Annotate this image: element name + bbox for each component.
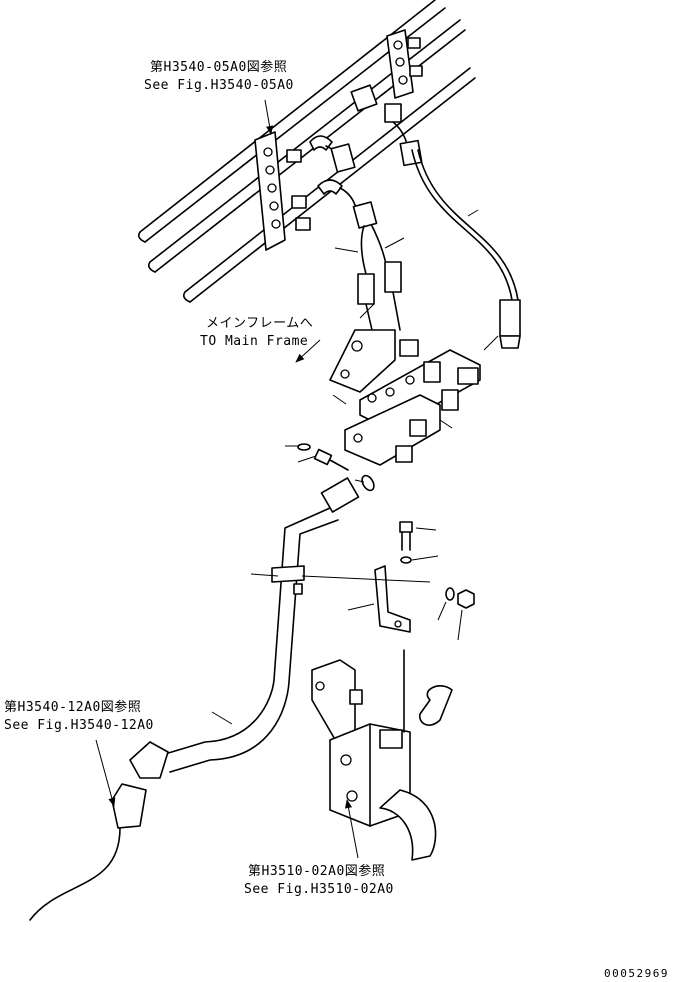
upper-hose-fittings [309, 84, 423, 331]
left-connector-bracket [254, 131, 311, 251]
bottom-reference-en: See Fig.H3510-02A0 [244, 882, 394, 897]
lower-valve-block [311, 649, 453, 861]
main-frame-label-en: TO Main Frame [200, 334, 309, 349]
top-reference-en: See Fig.H3540-05A0 [144, 78, 294, 93]
bottom-reference-jp: 第H3510-02A0図参照 [248, 864, 386, 879]
main-pipe [29, 477, 360, 921]
frame-rails [138, 0, 476, 303]
valve-mounting-parts [297, 443, 375, 492]
left-reference-en: See Fig.H3540-12A0 [4, 718, 154, 733]
left-reference-jp: 第H3540-12A0図参照 [4, 700, 142, 715]
long-return-hose [411, 149, 521, 349]
right-connector-bracket [386, 29, 423, 99]
top-reference-jp: 第H3540-05A0図参照 [150, 60, 288, 75]
drawing-number: 00052969 [604, 967, 669, 980]
main-frame-label-jp: メインフレームへ [206, 316, 314, 331]
leader-lines [95, 99, 499, 859]
mounting-bracket [374, 521, 475, 633]
control-valve-assembly [329, 329, 481, 466]
